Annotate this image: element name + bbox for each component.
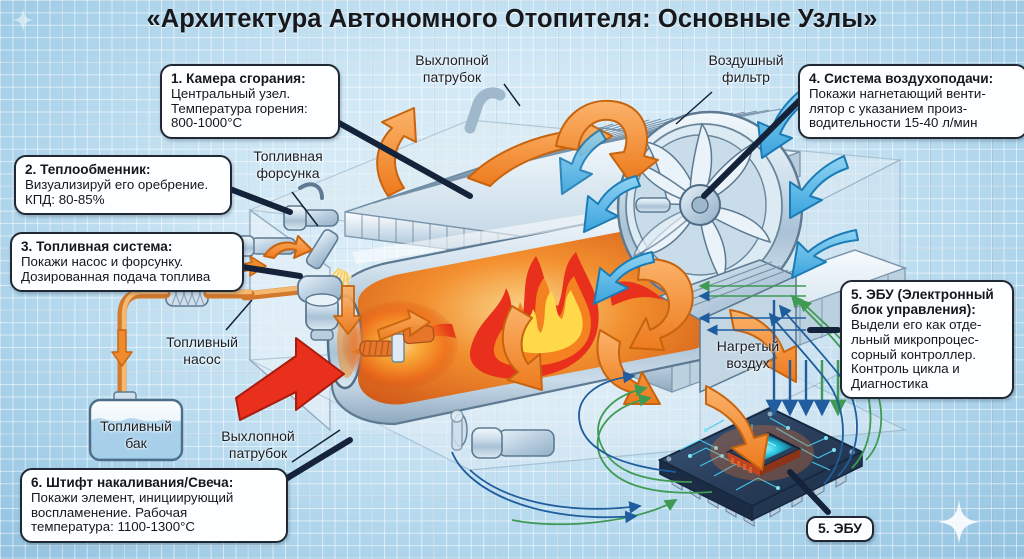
callout-heading: 6. Штифт накаливания/Свеча: <box>31 475 234 490</box>
callout-line: льный микропроцес- <box>851 331 979 347</box>
label-exhaust-pipe-top: Выхлопной патрубок <box>394 52 510 85</box>
callout-line: водительности 15-40 л/мин <box>809 115 978 131</box>
callout-heat-exchanger[interactable]: 2. Теплообменник: Визуализируй его оребр… <box>14 155 232 216</box>
callout-line: 800-1000°C <box>171 115 243 131</box>
label-fuel-pump: Топливный насос <box>146 334 258 367</box>
callout-heading: 5. ЭБУ (Электронный блок управления): <box>851 287 994 318</box>
callout-line: Температура горения: <box>171 100 308 116</box>
label-line: форсунка <box>256 164 320 181</box>
label-line: насос <box>183 350 221 367</box>
callout-line: Выдели его как отде- <box>851 317 982 333</box>
label-line: Нагретый <box>716 338 780 354</box>
callout-line: Покажи насос и форсунку. <box>21 253 184 269</box>
callout-line: Дозированная подача топлива <box>21 268 211 284</box>
label-line: Выхлопной <box>221 428 295 444</box>
callout-heading: 2. Теплообменник: <box>25 162 151 177</box>
callout-line: Покажи нагнетающий венти- <box>809 85 986 101</box>
label-line: патрубок <box>422 68 482 85</box>
callout-line: Покажи элемент, инициирующий <box>31 489 234 505</box>
callout-heading: 3. Топливная система: <box>21 239 173 254</box>
label-exhaust-pipe-bottom: Выхлопной патрубок <box>200 428 316 461</box>
label-line: Топливный <box>166 334 238 350</box>
callout-air-supply-system[interactable]: 4. Система воздухоподачи: Покажи нагнета… <box>798 64 1024 139</box>
callout-heading: 1. Камера сгорания: <box>171 71 306 86</box>
label-fuel-injector: Топливная форсунка <box>234 148 342 181</box>
callout-glow-plug[interactable]: 6. Штифт накаливания/Свеча: Покажи элеме… <box>20 468 288 543</box>
callout-line: воспламенение. Рабочая <box>31 504 188 520</box>
callout-line: Центральный узел. <box>171 85 291 101</box>
callout-heading: 4. Система воздухоподачи: <box>809 71 994 86</box>
label-line: фильтр <box>722 68 770 85</box>
ecu-tag-label: 5. ЭБУ <box>818 520 862 536</box>
callout-line: Диагностика <box>851 375 929 391</box>
callout-ecu[interactable]: 5. ЭБУ (Электронный блок управления): Вы… <box>840 280 1014 400</box>
callout-line: температура: 1100-1300°C <box>31 519 196 535</box>
label-line: патрубок <box>228 444 288 461</box>
callout-fuel-system[interactable]: 3. Топливная система: Покажи насос и фор… <box>10 232 244 293</box>
label-line: Воздушный <box>708 52 784 68</box>
callout-combustion-chamber[interactable]: 1. Камера сгорания: Центральный узел. Те… <box>160 64 340 139</box>
label-air-filter: Воздушный фильтр <box>690 52 802 85</box>
callout-ecu-tag[interactable]: 5. ЭБУ <box>806 516 874 543</box>
label-fuel-tank: Топливный бак <box>92 418 180 451</box>
callout-line: лятор с указанием произ- <box>809 100 968 116</box>
label-line: бак <box>125 434 147 451</box>
label-line: Топливный <box>100 418 172 434</box>
callout-line: КПД: 80-85% <box>25 191 105 207</box>
label-heated-air: Нагретый воздух <box>696 338 800 371</box>
page-title: «Архитектура Автономного Отопителя: Осно… <box>146 5 878 33</box>
label-line: Топливная <box>253 148 323 164</box>
callout-line: Контроль цикла и <box>851 361 960 377</box>
callout-line: Визуализируй его оребрение. <box>25 176 209 192</box>
label-line: воздух <box>726 354 770 371</box>
callout-line: сорный контроллер. <box>851 346 976 362</box>
label-line: Выхлопной <box>415 52 489 68</box>
